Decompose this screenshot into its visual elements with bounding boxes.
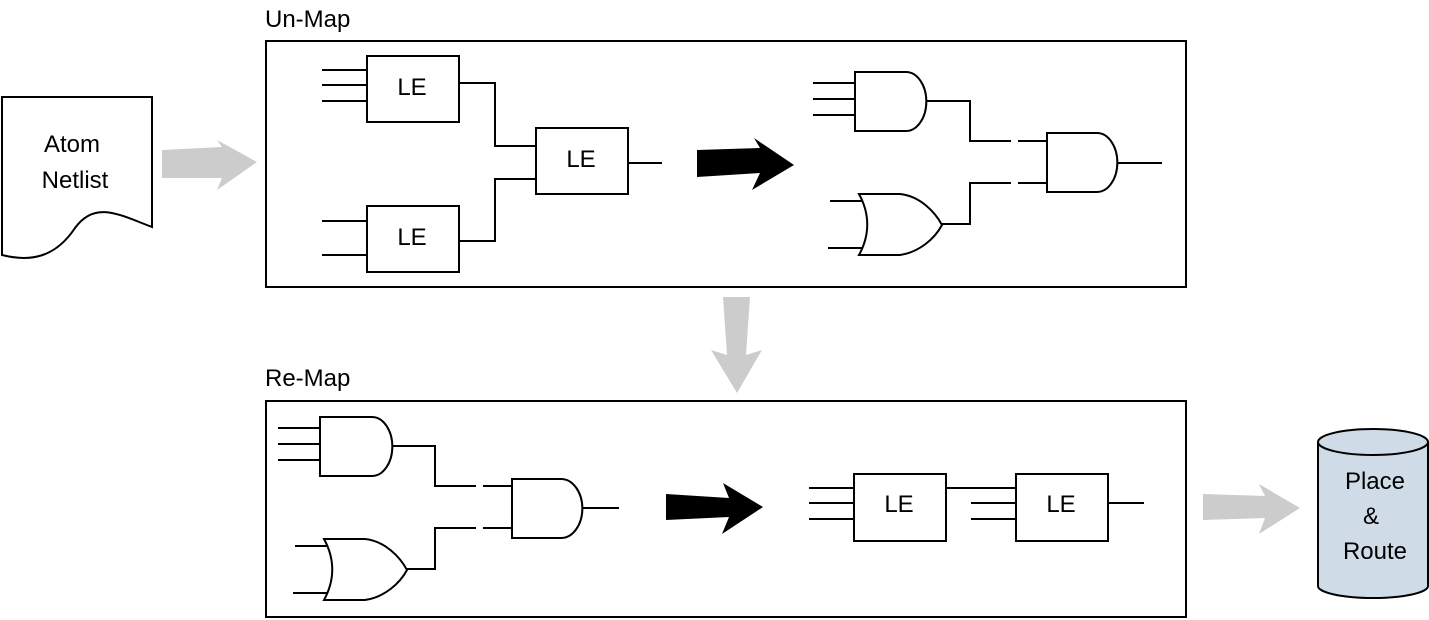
atom-netlist-document: Atom Netlist xyxy=(1,96,153,259)
le-label: LE xyxy=(397,74,426,101)
le-label: LE xyxy=(397,224,426,251)
remap-title: Re-Map xyxy=(265,365,350,392)
place-route-line2: & xyxy=(1363,503,1379,530)
netlist-label-line2: Netlist xyxy=(42,167,109,194)
le-block xyxy=(853,473,947,542)
and-gate-icon xyxy=(511,478,584,539)
remap-gate-network xyxy=(278,416,619,601)
le-label: LE xyxy=(566,146,595,173)
unmap-gate-network xyxy=(813,71,1162,256)
le-label: LE xyxy=(1046,491,1075,518)
le-label: LE xyxy=(884,491,913,518)
document-shape-icon xyxy=(1,96,153,259)
remap-panel xyxy=(265,400,1187,618)
le-block xyxy=(366,205,460,273)
unmap-panel xyxy=(265,40,1187,288)
transform-arrow-icon xyxy=(666,483,763,534)
le-block xyxy=(366,55,460,123)
flow-arrow-right-icon xyxy=(1203,484,1300,534)
le-block xyxy=(1015,473,1109,542)
netlist-label-line1: Atom xyxy=(44,131,100,158)
place-route-line1: Place xyxy=(1345,468,1405,495)
remap-le-network: LE LE xyxy=(809,473,1144,542)
unmap-le-network: LE LE LE xyxy=(322,55,662,273)
or-gate-icon xyxy=(322,538,409,601)
unmap-title: Un-Map xyxy=(265,6,350,33)
transform-arrow-icon xyxy=(697,138,794,190)
flow-arrow-down-icon xyxy=(711,297,762,393)
flow-arrow-right-icon xyxy=(162,140,257,190)
and-gate-icon xyxy=(319,416,394,477)
and-gate-icon xyxy=(854,71,928,132)
and-gate-icon xyxy=(1046,132,1119,193)
place-and-route-cylinder: Place & Route xyxy=(1317,428,1429,599)
place-route-line3: Route xyxy=(1343,538,1407,565)
le-block xyxy=(535,127,629,195)
or-gate-icon xyxy=(857,193,944,256)
database-icon xyxy=(1317,442,1429,599)
